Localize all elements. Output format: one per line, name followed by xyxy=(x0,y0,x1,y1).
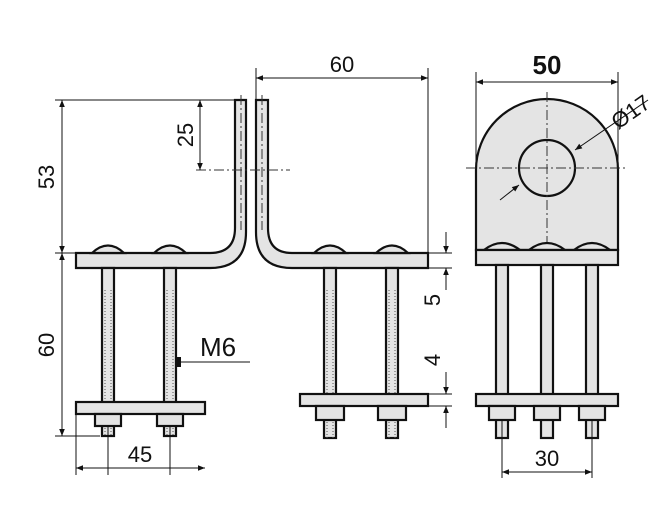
dim-30: 30 xyxy=(535,446,559,471)
dim-5: 5 xyxy=(420,294,445,306)
thread-label-m6: M6 xyxy=(200,332,236,362)
dim-25: 25 xyxy=(173,123,198,147)
dim-60-top: 60 xyxy=(330,52,354,77)
dimension-lines xyxy=(55,68,649,478)
dim-45: 45 xyxy=(128,442,152,467)
front-view xyxy=(466,92,628,440)
side-view-middle xyxy=(196,95,430,440)
side-view-left xyxy=(74,95,248,438)
dim-50: 50 xyxy=(533,50,562,80)
dim-hole-diameter: Ø17 xyxy=(607,90,655,134)
dim-4: 4 xyxy=(420,354,445,366)
dim-60-bolt: 60 xyxy=(34,333,59,357)
dim-53: 53 xyxy=(34,165,59,189)
